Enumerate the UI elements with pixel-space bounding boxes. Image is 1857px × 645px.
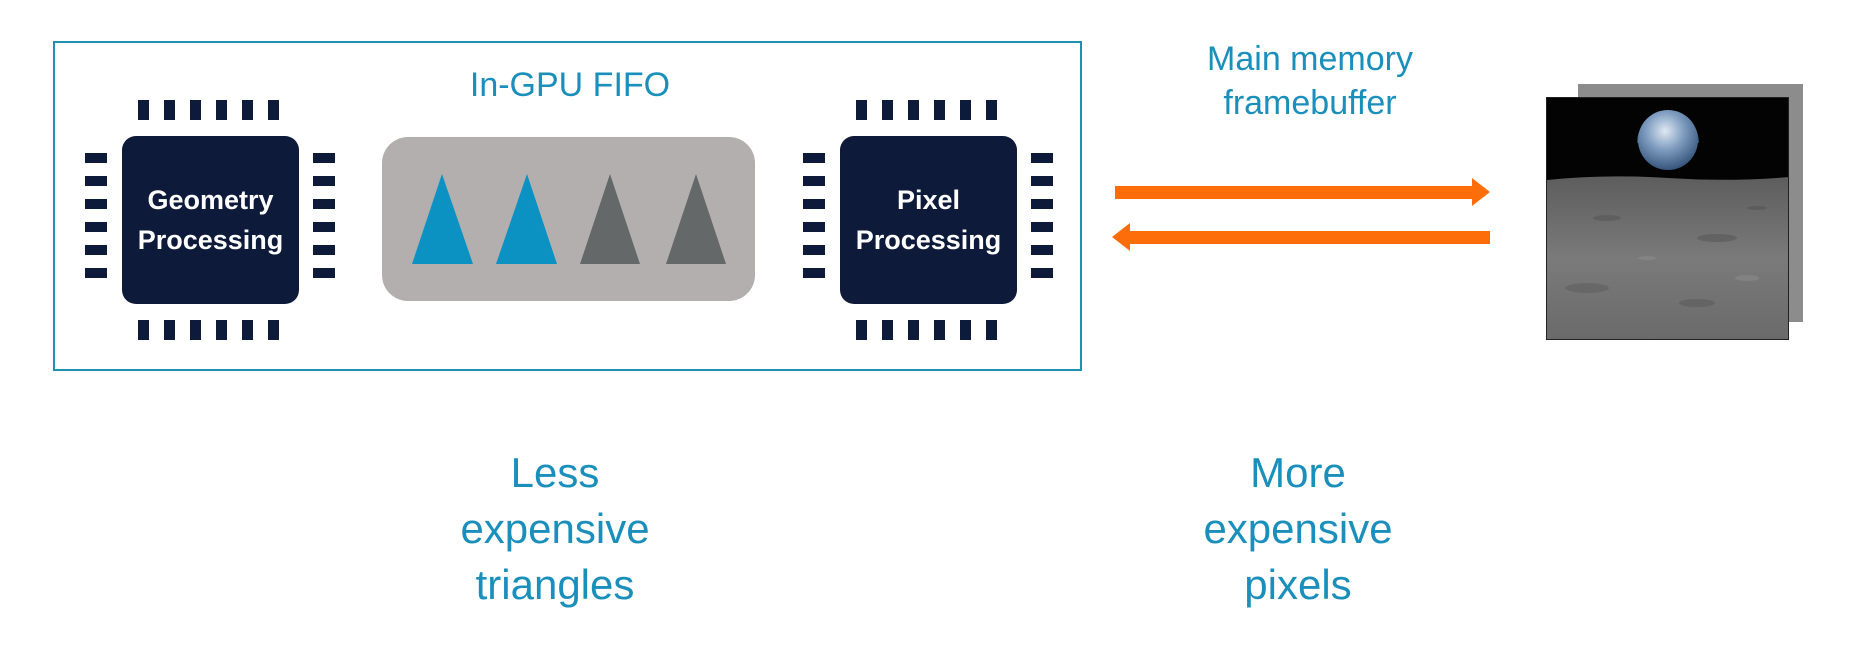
chip-pin: [242, 100, 253, 120]
chip-pin: [242, 320, 253, 340]
write-arrow-head: [1472, 178, 1490, 206]
chip-pin: [190, 100, 201, 120]
chip-pin: [313, 268, 335, 278]
bottom-right-line3: pixels: [1244, 561, 1352, 608]
memory-label-line2: framebuffer: [1223, 84, 1397, 122]
chip-pin: [138, 100, 149, 120]
chip-pin: [908, 320, 919, 340]
chip-pin: [85, 268, 107, 278]
chip-pin: [313, 222, 335, 232]
chip-pin: [190, 320, 201, 340]
fifo-panel: [382, 137, 755, 301]
read-arrow-shaft: [1127, 231, 1490, 244]
write-arrow: [1115, 178, 1490, 206]
geometry-chip-label-line2: Processing: [137, 225, 284, 255]
bottom-left-line2: expensive: [460, 505, 650, 552]
fifo-triangle: [496, 174, 557, 264]
bottom-right-line2: expensive: [1203, 505, 1393, 552]
chip-pin: [268, 100, 279, 120]
chip-pin: [856, 100, 867, 120]
chip-pin: [803, 199, 825, 209]
chip-pin: [803, 153, 825, 163]
chip-pin: [216, 320, 227, 340]
chip-pin: [85, 176, 107, 186]
chip-pin: [960, 320, 971, 340]
pixel-chip-body: Pixel Processing: [840, 136, 1017, 304]
chip-pin: [934, 320, 945, 340]
chip-pin: [216, 100, 227, 120]
chip-pin: [164, 320, 175, 340]
read-arrow-head: [1112, 223, 1130, 251]
geometry-chip-label-line1: Geometry: [147, 185, 274, 215]
fifo-triangle: [666, 174, 726, 264]
chip-pin: [803, 268, 825, 278]
chip-pin: [1031, 268, 1053, 278]
bottom-left-line3: triangles: [475, 561, 635, 608]
fifo-triangle: [412, 174, 473, 264]
geometry-chip-body: Geometry Processing: [122, 136, 299, 304]
write-arrow-shaft: [1115, 186, 1475, 199]
chip-pin: [803, 176, 825, 186]
chip-pin: [986, 100, 997, 120]
pixel-chip-label-line1: Pixel: [896, 185, 961, 215]
chip-pin: [138, 320, 149, 340]
chip-pin: [1031, 199, 1053, 209]
pixel-chip-label-line2: Processing: [855, 225, 1002, 255]
chip-pin: [856, 320, 867, 340]
chip-pin: [803, 222, 825, 232]
less-expensive-triangles-label: Less expensive triangles: [405, 445, 705, 613]
chip-pin: [164, 100, 175, 120]
pixel-chip: Pixel Processing: [803, 100, 1053, 340]
chip-pin: [313, 199, 335, 209]
bottom-right-line1: More: [1250, 449, 1346, 496]
chip-pin: [1031, 222, 1053, 232]
fifo-label: In-GPU FIFO: [469, 66, 671, 104]
fifo-triangles: [412, 174, 726, 264]
earthrise-image: [1547, 98, 1788, 339]
chip-pin: [313, 245, 335, 255]
chip-pin: [313, 153, 335, 163]
chip-pin: [268, 320, 279, 340]
chip-pin: [934, 100, 945, 120]
memory-label-line1: Main memory: [1207, 40, 1413, 78]
chip-pin: [908, 100, 919, 120]
gpu-boundary: [53, 41, 1082, 371]
more-expensive-pixels-label: More expensive pixels: [1148, 445, 1448, 613]
chip-pin: [803, 245, 825, 255]
chip-pin: [85, 153, 107, 163]
chip-pin: [313, 176, 335, 186]
chip-pin: [85, 222, 107, 232]
chip-pin: [85, 245, 107, 255]
bottom-left-line1: Less: [510, 449, 600, 496]
chip-pin: [882, 320, 893, 340]
memory-label: Main memory framebuffer: [1120, 37, 1500, 125]
fifo-triangle: [580, 174, 640, 264]
framebuffer-photo: [1546, 97, 1789, 340]
chip-pin: [986, 320, 997, 340]
chip-pin: [1031, 176, 1053, 186]
chip-pin: [1031, 245, 1053, 255]
read-arrow: [1112, 223, 1490, 251]
chip-pin: [960, 100, 971, 120]
chip-pin: [882, 100, 893, 120]
geometry-chip: Geometry Processing: [85, 100, 335, 340]
chip-pin: [85, 199, 107, 209]
chip-pin: [1031, 153, 1053, 163]
